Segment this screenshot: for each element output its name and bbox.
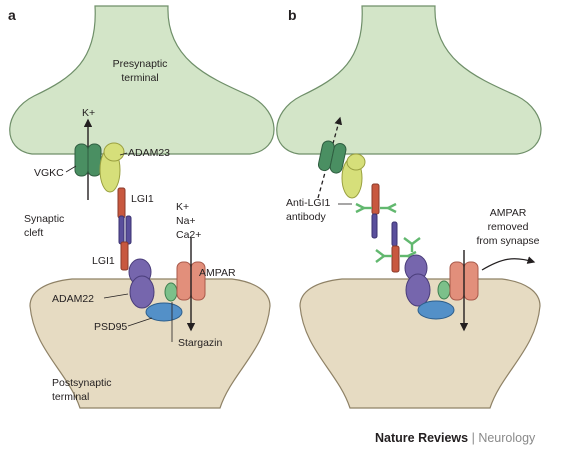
presynaptic-label-line2: terminal (121, 72, 158, 84)
lgi1-dimer-b-left (371, 213, 378, 239)
presynaptic-terminal-a (9, 5, 275, 155)
presynaptic-terminal-b (276, 5, 542, 155)
adam23-label: ADAM23 (128, 147, 170, 159)
panel-a-letter: a (8, 7, 16, 23)
postsynaptic-label-line2: terminal (52, 391, 89, 403)
ion-label-na: Na+ (176, 215, 196, 227)
lgi1-top (117, 187, 126, 219)
k-plus-label: K+ (82, 107, 95, 119)
journal-name: Neurology (478, 431, 536, 445)
ampar-removed-line3: from synapse (476, 235, 539, 247)
lgi1-top-label: LGI1 (131, 193, 154, 205)
ampar-removed-line1: AMPAR (490, 207, 527, 219)
ampar-receptor (176, 261, 206, 301)
presynaptic-label-line1: Presynaptic (113, 58, 168, 70)
adam22-protein-b (404, 254, 431, 307)
journal-separator: | (471, 431, 475, 445)
journal-credit: Nature Reviews | Neurology (375, 431, 535, 445)
ampar-label: AMPAR (199, 267, 236, 279)
lgi1-dimer-right (125, 215, 132, 245)
vgkc-channel-b (317, 140, 347, 174)
panel-b: b Anti-LGI1 antibody (276, 5, 542, 409)
adam22-label: ADAM22 (52, 293, 94, 305)
lgi1-dimer-left (118, 215, 125, 245)
postsynaptic-terminal-b (299, 278, 541, 409)
adam22-leader (103, 293, 129, 299)
adam23-leader (119, 152, 128, 156)
psd95-label: PSD95 (94, 321, 127, 333)
stargazin-protein-b (437, 280, 451, 300)
vgkc-leader (65, 165, 77, 173)
postsynaptic-terminal-a (29, 278, 271, 409)
antibody-upper (355, 202, 397, 214)
stargazin-protein (164, 282, 178, 302)
antibody-label-line1: Anti-LGI1 (286, 197, 331, 209)
adam23-protein (99, 142, 125, 193)
postsynaptic-label-line1: Postsynaptic (52, 377, 112, 389)
lgi1-bottom-label: LGI1 (92, 255, 115, 267)
journal-brand: Nature Reviews (375, 431, 469, 445)
psd95-leader (127, 317, 153, 327)
adam23-protein-b (341, 153, 366, 199)
ampar-removed-line2: removed (488, 221, 529, 233)
ampar-removal-arrow (481, 256, 536, 271)
lgi1-dimer-b-right (391, 221, 398, 247)
synaptic-cleft-label-line2: cleft (24, 227, 43, 239)
adam22-protein (128, 258, 155, 309)
psd95-protein-b (417, 300, 455, 320)
antibody-label-line2: antibody (286, 211, 326, 223)
panel-a: a Presynaptic terminal Postsynaptic term… (8, 5, 275, 409)
panel-b-letter: b (288, 7, 297, 23)
lgi1-detached-lower (391, 245, 400, 273)
synaptic-cleft-label-line1: Synaptic (24, 213, 64, 225)
ion-label-k: K+ (176, 201, 189, 213)
ion-label-ca: Ca2+ (176, 229, 201, 241)
psd95-protein (145, 302, 183, 322)
vgkc-label: VGKC (34, 167, 64, 179)
lgi1-detached-upper (371, 183, 380, 215)
lgi1-bottom (120, 241, 129, 271)
stargazin-label: Stargazin (178, 337, 223, 349)
vgkc-channel (74, 143, 102, 177)
